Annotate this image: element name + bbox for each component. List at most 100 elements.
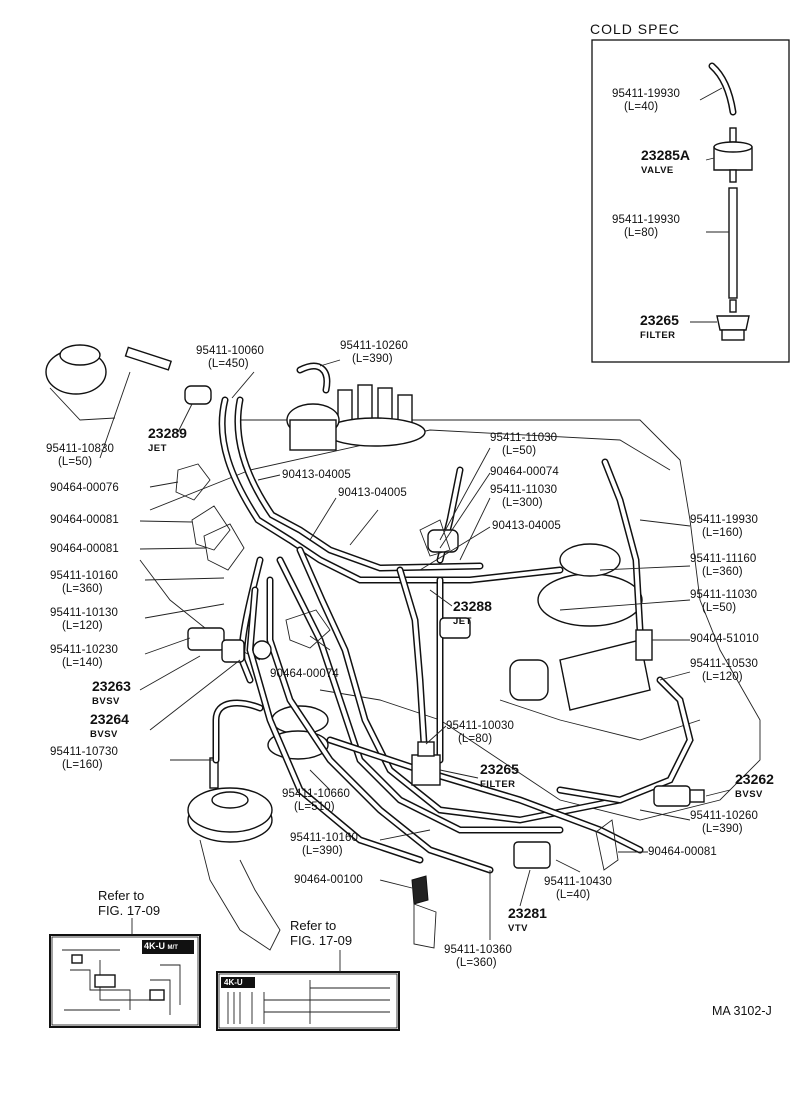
clips bbox=[175, 463, 619, 949]
refer-line2: FIG. 17-09 bbox=[290, 933, 353, 948]
cold-spec-hose1-label: 95411-19930 (L=40) bbox=[612, 88, 680, 114]
label-95411-10030: 95411-10030(L=80) bbox=[446, 720, 514, 746]
label-95411-10160-a: 95411-10160(L=360) bbox=[50, 570, 118, 596]
cold-spec-filter-label: 23265 FILTER bbox=[640, 313, 679, 343]
label-95411-10660: 95411-10660(L=510) bbox=[282, 788, 350, 814]
part-number: 95411-10260 bbox=[690, 810, 759, 822]
hose-length: (L=360) bbox=[456, 957, 497, 969]
figure-code: MA 3102-J bbox=[712, 1004, 772, 1018]
part-name: BVSV bbox=[735, 789, 763, 800]
hose-length: (L=120) bbox=[702, 671, 743, 683]
label-95411-10160-b: 95411-10160(L=390) bbox=[290, 832, 358, 858]
leader-lines bbox=[99, 359, 731, 940]
refer-line1: Refer to bbox=[98, 888, 145, 903]
hose-length: (L=50) bbox=[58, 456, 93, 468]
part-number: 23264 bbox=[90, 711, 129, 727]
part-number: 95411-10060 bbox=[196, 345, 265, 357]
cold-spec-hose2-length: (L=80) bbox=[624, 227, 659, 239]
cold-spec-box bbox=[591, 39, 790, 363]
cold-spec-hose2-label: 95411-19930 (L=80) bbox=[612, 214, 680, 240]
part-number: 95411-10530 bbox=[690, 658, 759, 670]
part-number: 23262 bbox=[735, 771, 774, 787]
label-90413-04005-b: 90413-04005 bbox=[338, 487, 407, 499]
part-number: 95411-19930 bbox=[690, 514, 759, 526]
hose-length: (L=360) bbox=[702, 566, 743, 578]
part-number: 95411-11030 bbox=[490, 484, 558, 496]
cold-spec-filter-name: FILTER bbox=[640, 330, 676, 341]
label-95411-10730: 95411-10730(L=160) bbox=[50, 746, 118, 772]
cold-spec-filter-part: 23265 bbox=[640, 312, 679, 328]
cold-spec-hose1-length: (L=40) bbox=[624, 101, 659, 113]
label-95411-10130: 95411-10130(L=120) bbox=[50, 607, 118, 633]
part-number: 95411-10230 bbox=[50, 644, 119, 656]
hose-length: (L=160) bbox=[62, 759, 103, 771]
label-95411-11030-c: 95411-11030(L=50) bbox=[690, 589, 757, 615]
label-95411-10260-b: 95411-10260(L=390) bbox=[690, 810, 758, 836]
hose-length: (L=120) bbox=[62, 620, 103, 632]
label-95411-10060: 95411-10060(L=450) bbox=[196, 345, 264, 371]
hose-bundle bbox=[212, 362, 694, 874]
part-number: 23265 bbox=[480, 761, 519, 777]
bvsv-parts bbox=[187, 529, 705, 869]
label-95411-19930: 95411-19930(L=160) bbox=[690, 514, 758, 540]
hose-length: (L=300) bbox=[502, 497, 543, 509]
part-name: BVSV bbox=[90, 729, 118, 740]
refer-line1: Refer to bbox=[290, 918, 337, 933]
part-number: 95411-10430 bbox=[544, 876, 613, 888]
part-number: 95411-10030 bbox=[446, 720, 515, 732]
inset-a-tag: 4K-U M/T bbox=[144, 941, 178, 954]
hose-length: (L=360) bbox=[62, 583, 103, 595]
hose-length: (L=390) bbox=[302, 845, 343, 857]
refer-fig-17-09-b: Refer to FIG. 17-09 bbox=[290, 918, 352, 948]
part-number: 95411-10830 bbox=[46, 443, 115, 455]
label-90464-00076: 90464-00076 bbox=[50, 482, 119, 494]
part-number: 95411-10730 bbox=[50, 746, 119, 758]
part-number: 95411-10160 bbox=[290, 832, 359, 844]
hose-length: (L=510) bbox=[294, 801, 335, 813]
cold-spec-valve-part: 23285A bbox=[641, 147, 691, 163]
inset-a bbox=[49, 918, 201, 1028]
hose-length: (L=390) bbox=[352, 353, 393, 365]
label-90464-00100: 90464-00100 bbox=[294, 874, 363, 886]
part-number: 95411-10360 bbox=[444, 944, 513, 956]
hose-length: (L=450) bbox=[208, 358, 249, 370]
part-number: 95411-11030 bbox=[690, 589, 758, 601]
label-95411-10360: 95411-10360(L=360) bbox=[444, 944, 512, 970]
cold-spec-valve-name: VALVE bbox=[641, 165, 674, 176]
label-95411-10530: 95411-10530(L=120) bbox=[690, 658, 758, 684]
inset-b bbox=[216, 950, 400, 1031]
engine-block bbox=[139, 384, 761, 821]
part-name: BVSV bbox=[92, 696, 120, 707]
label-90464-00081-a: 90464-00081 bbox=[50, 514, 119, 526]
label-90464-00074-b: 90464-00074 bbox=[270, 668, 339, 680]
label-90413-04005-c: 90413-04005 bbox=[492, 520, 561, 532]
part-number: 23289 bbox=[148, 425, 187, 441]
part-number: 95411-10130 bbox=[50, 607, 119, 619]
part-number: 95411-11030 bbox=[490, 432, 558, 444]
cold-spec-title: COLD SPEC bbox=[590, 21, 680, 37]
label-95411-11030-b: 95411-11030(L=300) bbox=[490, 484, 557, 510]
part-name: JET bbox=[148, 443, 167, 454]
label-95411-10830: 95411-10830(L=50) bbox=[46, 443, 114, 469]
label-95411-10260-a: 95411-10260(L=390) bbox=[340, 340, 408, 366]
label-95411-10230: 95411-10230(L=140) bbox=[50, 644, 118, 670]
hose-length: (L=140) bbox=[62, 657, 103, 669]
part-number: 23263 bbox=[92, 678, 131, 694]
actuator bbox=[45, 344, 212, 421]
inset-b-tag: 4K-U bbox=[224, 978, 243, 987]
hose-length: (L=40) bbox=[556, 889, 591, 901]
part-name: VTV bbox=[508, 923, 528, 934]
refer-line2: FIG. 17-09 bbox=[98, 903, 161, 918]
label-95411-11160: 95411-11160(L=360) bbox=[690, 553, 756, 579]
hose-length: (L=160) bbox=[702, 527, 743, 539]
cold-spec-hose2-part: 95411-19930 bbox=[612, 214, 681, 226]
egr-valve bbox=[187, 705, 329, 951]
label-95411-10430: 95411-10430(L=40) bbox=[544, 876, 612, 902]
part-number: 95411-11160 bbox=[690, 553, 757, 565]
